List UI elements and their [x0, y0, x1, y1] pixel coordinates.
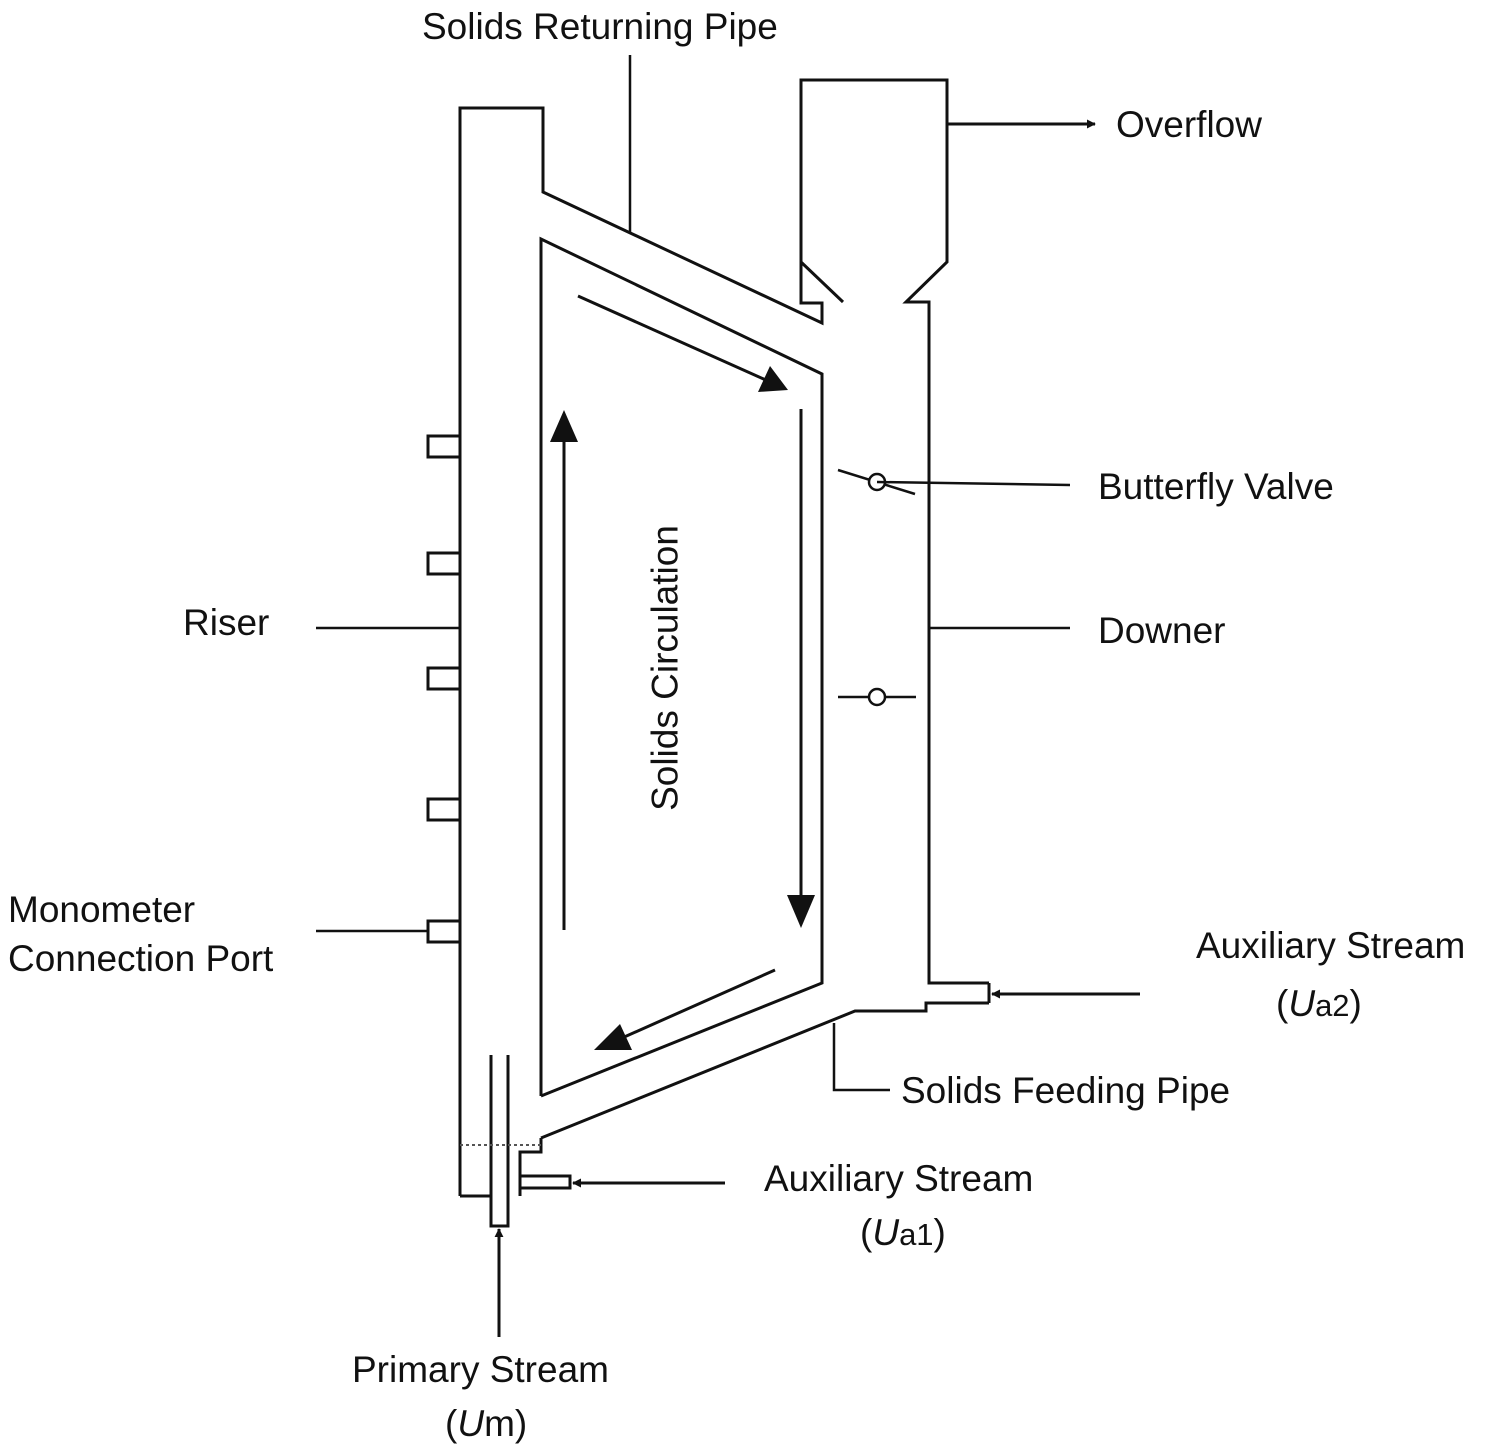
symbol-subscript: a2: [1315, 988, 1350, 1023]
symbol-subscript: m: [484, 1403, 515, 1444]
monometer-port: [426, 551, 462, 576]
label-aux-stream-1: Auxiliary Stream: [764, 1158, 1034, 1199]
symbol-U: U: [1288, 983, 1316, 1024]
circulation-head-down: [787, 895, 815, 928]
leader-butterfly: [876, 480, 1071, 487]
label-aux-stream-2: Auxiliary Stream: [1196, 925, 1466, 966]
hopper-left: [799, 260, 845, 304]
circulation-arrow-bottom: [621, 968, 776, 1040]
label-overflow: Overflow: [1116, 104, 1262, 145]
circulation-head-bottom: [594, 1024, 632, 1050]
label-butterfly-valve: Butterfly Valve: [1098, 466, 1334, 507]
feeding-pipe-wall: [540, 1001, 989, 1140]
symbol-U: U: [457, 1403, 485, 1444]
monometer-port: [426, 919, 462, 944]
butterfly-valve-pivot: [867, 687, 887, 707]
label-monometer-line2: Connection Port: [8, 938, 274, 979]
label-downer: Downer: [1098, 610, 1226, 651]
leader-solids-feeding: [832, 1023, 890, 1092]
label-aux-stream-1-symbol: (Ua1): [860, 1212, 946, 1253]
label-riser: Riser: [183, 602, 270, 643]
primary-tube: [489, 1055, 510, 1228]
label-monometer-line1: Monometer: [8, 889, 196, 930]
aux-nozzle-1: [520, 1174, 572, 1190]
label-primary-stream-symbol: (Um): [445, 1403, 528, 1444]
riser-left-wall: [458, 78, 989, 1196]
label-aux-stream-2-symbol: (Ua2): [1276, 983, 1362, 1024]
monometer-port: [426, 666, 462, 691]
label-solids-circulation: Solids Circulation: [644, 525, 686, 811]
label-solids-feeding-pipe: Solids Feeding Pipe: [901, 1070, 1231, 1111]
symbol-U: U: [872, 1212, 900, 1253]
circulation-arrow-top: [577, 294, 769, 383]
circulation-head-up: [550, 410, 578, 442]
monometer-port: [426, 797, 462, 822]
inner-loop: [539, 236, 824, 1098]
monometer-port: [426, 434, 462, 459]
symbol-subscript: a1: [899, 1217, 934, 1252]
circulation-head-top: [758, 366, 788, 392]
label-primary-stream: Primary Stream: [352, 1349, 609, 1390]
label-solids-returning-pipe: Solids Returning Pipe: [422, 6, 778, 47]
